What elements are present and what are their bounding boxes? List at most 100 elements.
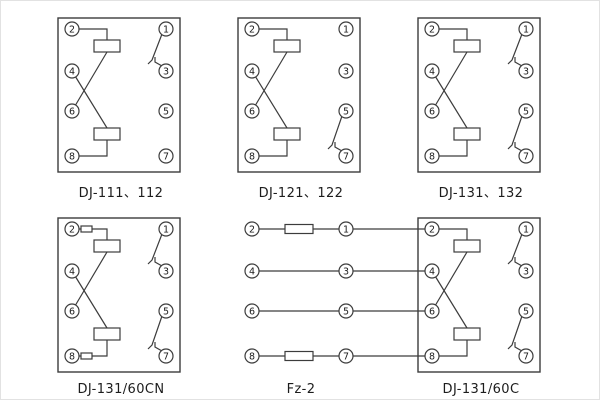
coil-wiring [431, 228, 468, 357]
contact-top [507, 33, 523, 67]
terminal-8: 8 [64, 348, 80, 364]
svg-text:8: 8 [69, 351, 75, 362]
contact-bottom [507, 115, 523, 152]
diagram-dj-131-132: 2 4 6 8 1 3 5 7 DJ-131、132 [416, 16, 546, 201]
svg-text:8: 8 [429, 151, 435, 162]
coils [453, 239, 481, 341]
svg-text:1: 1 [523, 224, 529, 235]
terminal-4: 4 [64, 263, 80, 279]
terminal-2: 2 [424, 221, 440, 237]
svg-text:2: 2 [249, 224, 255, 235]
terminal-6: 6 [424, 303, 440, 319]
svg-text:4: 4 [69, 266, 75, 277]
terminal-1: 1 [338, 21, 354, 37]
svg-text:8: 8 [249, 351, 255, 362]
svg-text:7: 7 [523, 151, 529, 162]
svg-text:7: 7 [343, 151, 349, 162]
coils [273, 39, 301, 141]
svg-text:1: 1 [343, 24, 349, 35]
svg-text:6: 6 [69, 106, 75, 117]
resistors [284, 223, 314, 362]
svg-text:6: 6 [249, 306, 255, 317]
terminal-2: 2 [244, 21, 260, 37]
svg-text:1: 1 [523, 24, 529, 35]
coils [453, 39, 481, 141]
svg-text:8: 8 [249, 151, 255, 162]
resistor [284, 223, 314, 235]
terminal-6: 6 [244, 303, 260, 319]
terminal-7: 7 [338, 148, 354, 164]
coil-lower [93, 127, 121, 141]
terminal-1: 1 [518, 21, 534, 37]
terminal-3: 3 [158, 63, 174, 79]
coil-wiring [71, 28, 108, 157]
svg-text:5: 5 [343, 106, 349, 117]
contact-bottom [147, 315, 163, 352]
diagram-label: DJ-111、112 [78, 186, 164, 201]
terminal-4: 4 [244, 63, 260, 79]
terminal-2: 2 [424, 21, 440, 37]
svg-text:7: 7 [343, 351, 349, 362]
svg-text:3: 3 [523, 266, 529, 277]
terminal-6: 6 [64, 103, 80, 119]
terminal-1: 1 [158, 21, 174, 37]
case-outline [57, 217, 181, 373]
terminal-4: 4 [424, 263, 440, 279]
svg-text:4: 4 [429, 266, 435, 277]
terminal-4: 4 [424, 63, 440, 79]
coil-wiring [431, 28, 468, 157]
svg-text:4: 4 [249, 66, 255, 77]
svg-text:6: 6 [249, 106, 255, 117]
terminal-7: 7 [158, 348, 174, 364]
diagram-label: DJ-131、132 [438, 186, 524, 201]
contact-top [147, 33, 163, 67]
terminal-8: 8 [64, 148, 80, 164]
coil-upper [93, 39, 121, 53]
coil-wiring [251, 28, 288, 157]
case-outline [417, 217, 541, 373]
terminal-3: 3 [518, 263, 534, 279]
case-outline [237, 17, 361, 173]
svg-text:4: 4 [429, 66, 435, 77]
svg-text:1: 1 [343, 224, 349, 235]
terminal-7: 7 [518, 148, 534, 164]
svg-text:2: 2 [249, 24, 255, 35]
diagram-label: DJ-131/60C [442, 382, 520, 397]
svg-text:2: 2 [429, 224, 435, 235]
svg-text:1: 1 [163, 224, 169, 235]
coil-upper [453, 39, 481, 53]
svg-text:6: 6 [429, 106, 435, 117]
terminal-4: 4 [64, 63, 80, 79]
coil-upper [93, 239, 121, 253]
terminal-6: 6 [64, 303, 80, 319]
terminal-3: 3 [518, 63, 534, 79]
coil-lower [273, 127, 301, 141]
diagram-label: DJ-121、122 [258, 186, 344, 201]
coil-upper [453, 239, 481, 253]
terminal-8: 8 [244, 348, 260, 364]
terminal-5: 5 [518, 103, 534, 119]
terminal-2: 2 [64, 221, 80, 237]
link-wiring [252, 228, 346, 357]
terminal-3: 3 [338, 63, 354, 79]
relay-schematic-dj-121-122: 2 4 6 8 1 3 5 7 [237, 17, 361, 173]
contact-top [147, 233, 163, 267]
terminal-2: 2 [64, 21, 80, 37]
svg-text:8: 8 [69, 151, 75, 162]
coil-lower [453, 127, 481, 141]
terminals: 2 4 6 8 1 3 5 7 [244, 21, 354, 164]
svg-text:3: 3 [163, 66, 169, 77]
svg-text:5: 5 [163, 306, 169, 317]
terminal-1: 1 [518, 221, 534, 237]
contact-bottom [327, 115, 343, 152]
terminal-3: 3 [158, 263, 174, 279]
coil-upper [273, 39, 301, 53]
terminal-3: 3 [338, 263, 354, 279]
svg-text:8: 8 [429, 351, 435, 362]
